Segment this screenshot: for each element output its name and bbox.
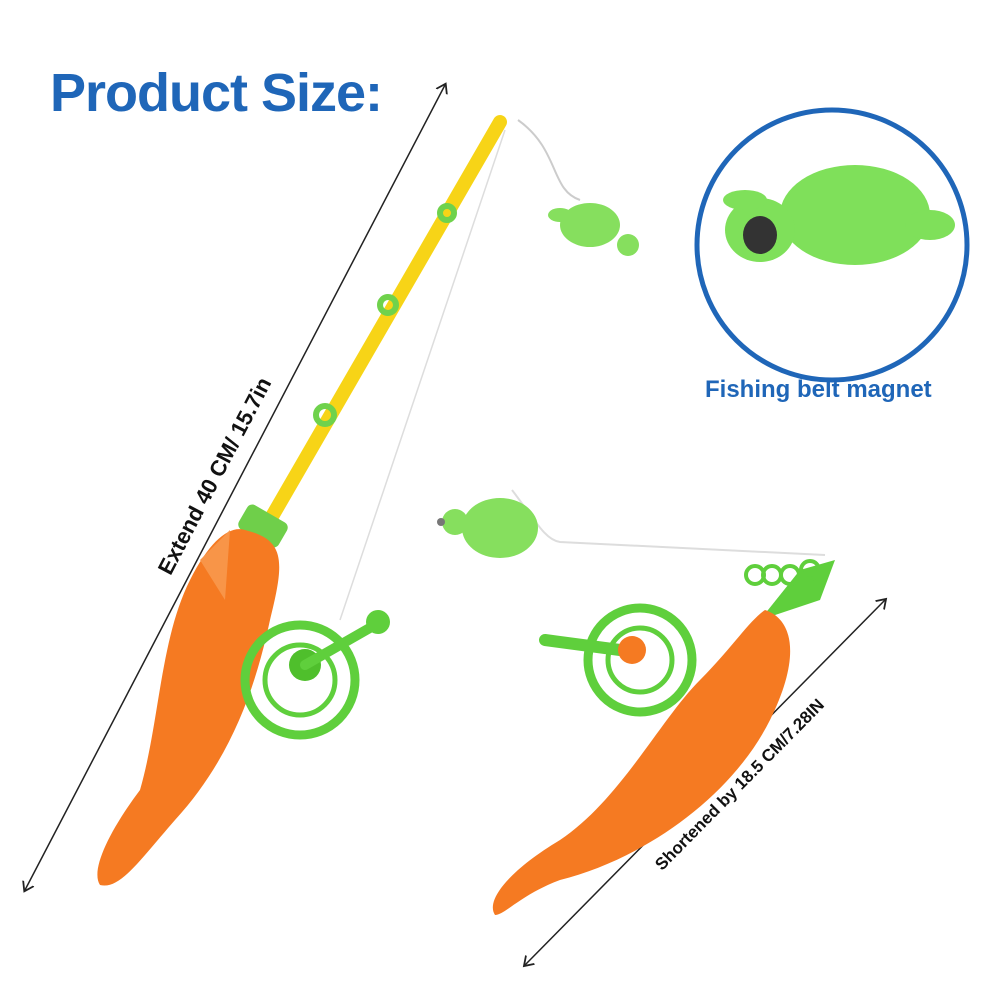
magnet-caption: Fishing belt magnet	[705, 376, 932, 403]
extended-fishing-rod	[97, 115, 581, 886]
shortened-fishing-rod	[492, 489, 835, 915]
turtle-toy	[548, 203, 639, 256]
turtle-toy	[437, 498, 538, 558]
extended-dimension-arrow	[25, 85, 445, 890]
magnet-detail-inset	[694, 107, 970, 383]
page-title: Product Size:	[50, 63, 383, 123]
